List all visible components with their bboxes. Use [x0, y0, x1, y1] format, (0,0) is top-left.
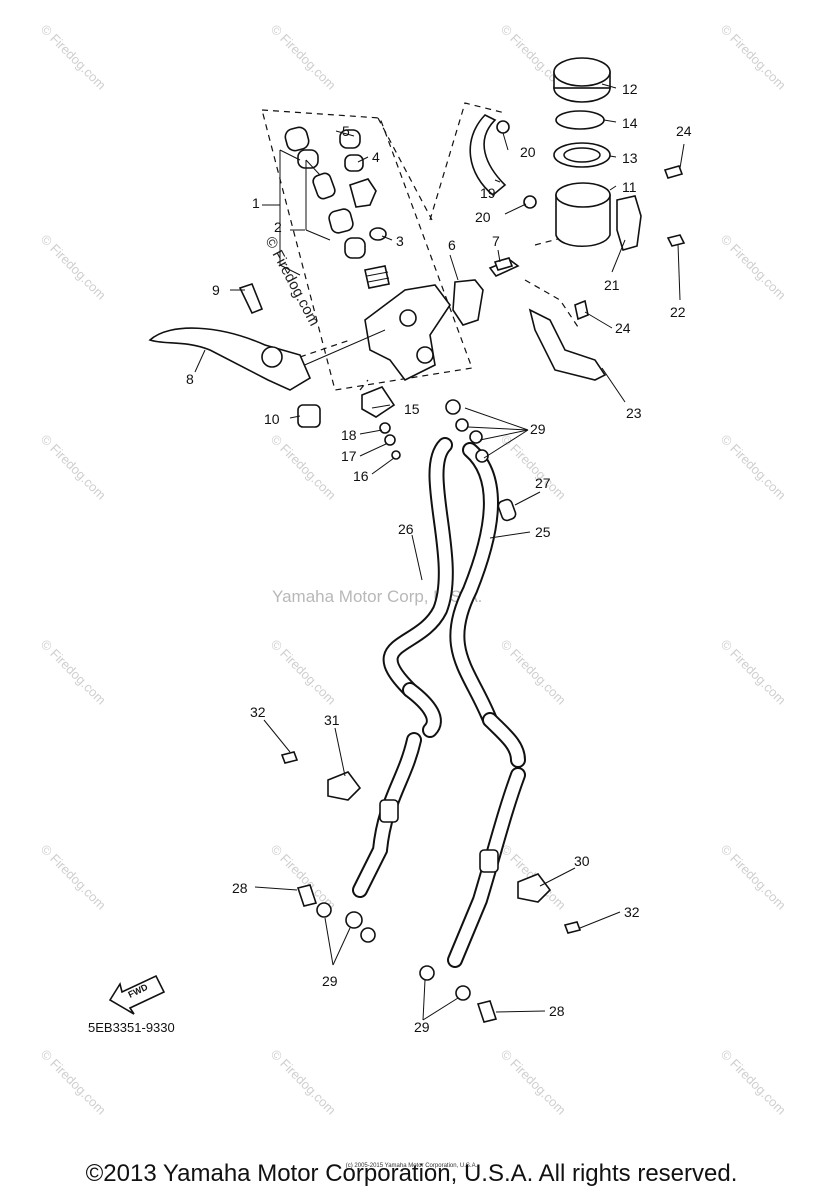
callout-16: 16	[353, 468, 369, 484]
watermark: © Firedog.com	[38, 22, 109, 93]
piston-kit-parts	[284, 126, 390, 289]
callout-5: 5	[342, 123, 350, 139]
callout-11: 11	[622, 179, 637, 195]
watermark: © Firedog.com	[718, 637, 789, 708]
callout-19: 19	[480, 185, 496, 201]
watermark: © Firedog.com	[268, 637, 339, 708]
brake-hoses-lower	[280, 732, 582, 1023]
callout-32-right: 32	[624, 904, 640, 920]
watermark: © Firedog.com	[38, 1047, 109, 1118]
callout-29-left: 29	[322, 973, 338, 989]
tiny-credit: (c) 2005-2015 Yamaha Motor Corporation, …	[345, 1163, 478, 1169]
diagram-code: 5EB3351-9330	[88, 1020, 175, 1035]
watermark: © Firedog.com	[38, 232, 109, 303]
callout-2: 2	[274, 219, 282, 235]
callout-4: 4	[372, 149, 380, 165]
callout-24: 24	[676, 123, 692, 139]
copyright-notice: ©2013 Yamaha Motor Corporation, U.S.A. A…	[85, 1160, 738, 1187]
watermark: © Firedog.com	[718, 1047, 789, 1118]
callout-21: 21	[604, 277, 620, 293]
watermark: © Firedog.com	[718, 432, 789, 503]
kit-watermark: © Firedog.com	[261, 234, 322, 329]
watermark: © Firedog.com	[38, 637, 109, 708]
callout-15: 15	[404, 401, 420, 417]
callout-10: 10	[264, 411, 280, 427]
callout-1: 1	[252, 195, 260, 211]
callout-20-upper: 20	[520, 144, 536, 160]
callout-32-left: 32	[250, 704, 266, 720]
watermark: © Firedog.com	[38, 842, 109, 913]
callout-24-lower: 24	[615, 320, 631, 336]
brake-switch	[361, 386, 401, 460]
callout-26: 26	[398, 521, 414, 537]
callout-6: 6	[448, 237, 456, 253]
callout-13: 13	[622, 150, 638, 166]
fwd-arrow-icon: FWD	[108, 974, 166, 1015]
watermark: © Firedog.com	[718, 842, 789, 913]
callout-28-left: 28	[232, 880, 248, 896]
watermark: © Firedog.com	[718, 22, 789, 93]
callout-27: 27	[535, 475, 551, 491]
master-cylinder-body	[299, 259, 520, 382]
callout-17: 17	[341, 448, 357, 464]
callout-8: 8	[186, 371, 194, 387]
callout-labels: 12 14 13 11 24 5 4 3 1 2 6 7 20 19 20 21…	[186, 81, 692, 1035]
watermark-layer: © Firedog.com © Firedog.com © Firedog.co…	[38, 22, 789, 1118]
watermark: © Firedog.com	[268, 22, 339, 93]
callout-29-upper: 29	[530, 421, 546, 437]
center-watermark: Yamaha Motor Corp, U.S.A.	[272, 587, 482, 606]
callout-23: 23	[626, 405, 642, 421]
callout-12: 12	[622, 81, 638, 97]
leader-lines	[194, 83, 685, 1021]
watermark: © Firedog.com	[498, 637, 569, 708]
watermark: © Firedog.com	[268, 432, 339, 503]
watermark: © Firedog.com	[498, 1047, 569, 1118]
callout-9: 9	[212, 282, 220, 298]
cylinder-kit-outline	[261, 102, 601, 391]
callout-25: 25	[535, 524, 551, 540]
callout-18: 18	[341, 427, 357, 443]
brake-hoses-upper	[382, 399, 526, 768]
callout-31: 31	[324, 712, 340, 728]
reservoir	[469, 57, 686, 381]
watermark: © Firedog.com	[38, 432, 109, 503]
callout-29-right: 29	[414, 1019, 430, 1035]
callout-30: 30	[574, 853, 590, 869]
brake-lever	[148, 283, 321, 428]
watermark: © Firedog.com	[268, 1047, 339, 1118]
callout-14: 14	[622, 115, 638, 131]
callout-20-lower: 20	[475, 209, 491, 225]
callout-28-right: 28	[549, 1003, 565, 1019]
watermark: © Firedog.com	[718, 232, 789, 303]
callout-3: 3	[396, 233, 404, 249]
callout-22: 22	[670, 304, 686, 320]
callout-7: 7	[492, 233, 500, 249]
